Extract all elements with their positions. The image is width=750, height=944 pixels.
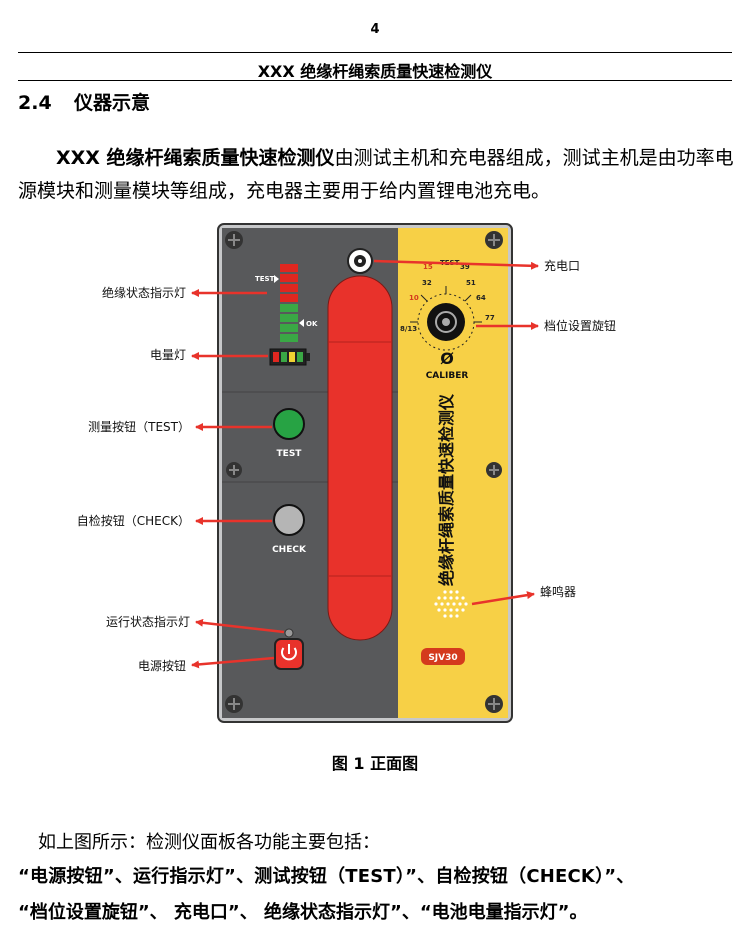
section-heading: 2.4 仪器示意 [18,88,150,115]
svg-text:32: 32 [422,279,432,287]
charge-port[interactable] [347,248,373,274]
svg-text:77: 77 [485,314,495,322]
page-number: 4 [370,22,380,37]
gear-dial[interactable] [410,286,482,351]
header-rule-top [18,52,732,53]
test-button[interactable]: TEST [273,408,305,459]
callout-buzzer: 蜂鸣器 [540,584,576,599]
figure-caption: 图 1 正面图 [331,754,419,773]
callout-run-light: 运行状态指示灯 [106,614,190,629]
battery-icon [269,348,310,366]
power-icon [281,644,297,661]
callout-charge-port: 充电口 [544,258,580,273]
section-title: 仪器示意 [74,92,151,114]
header-rule-bottom [18,80,732,81]
run-status-light [284,628,294,638]
svg-text:10: 10 [409,294,419,302]
document-title: XXX 绝缘杆绳索质量快速检测仪 [257,62,493,81]
svg-text:39: 39 [460,263,470,271]
display-window [327,275,393,641]
check-button[interactable]: CHECK [272,504,307,555]
callout-test-button: 测量按钮（TEST） [88,419,190,434]
screw-icon [225,231,503,713]
caliber-symbol: Ø [440,349,454,368]
test-button-label: TEST [277,449,303,459]
check-button-label: CHECK [272,545,307,555]
summary-line-2: “电源按钮”、运行指示灯”、测试按钮（TEST）”、自检按钮（CHECK）”、 [18,866,635,887]
summary-line-1: 如上图所示：检测仪面板各功能主要包括： [38,832,380,853]
callouts-left: 绝缘状态指示灯 电量灯 测量按钮（TEST） 自检按钮（CHECK） 运行状态指… [77,285,285,673]
power-button[interactable] [274,638,304,670]
test-marker-label: TEST [255,275,275,283]
intro-bold-lead: XXX 绝缘杆绳索质量快速检测仪 [56,147,335,169]
callouts-right: 充电口 档位设置旋钮 蜂鸣器 [373,258,616,606]
ok-marker-label: OK [306,320,318,328]
buzzer-grille [434,590,468,618]
caliber-label: CALIBER [426,371,469,381]
section-number: 2.4 [18,92,52,114]
summary-line-3: “档位设置旋钮”、 充电口”、 绝缘状态指示灯”、“电池电量指示灯”。 [18,902,588,923]
device-front-figure: TEST OK TEST CHECK [77,223,616,723]
callout-power-button: 电源按钮 [138,658,186,673]
callout-gear-knob: 档位设置旋钮 [544,318,616,333]
callout-check-button: 自检按钮（CHECK） [77,513,190,528]
callout-battery-light: 电量灯 [150,348,186,362]
svg-text:8/13: 8/13 [400,325,417,333]
svg-text:SJV30: SJV30 [428,653,457,663]
model-badge: SJV30 [421,648,465,665]
status-led-bar: TEST OK [255,264,318,342]
svg-text:51: 51 [466,279,476,287]
intro-paragraph: XXX 绝缘杆绳索质量快速检测仪由测试主机和充电器组成，测试主机是由功率电源模块… [18,142,738,208]
callout-status-light: 绝缘状态指示灯 [102,285,186,300]
svg-text:64: 64 [476,294,486,302]
intro-text: 由测试主机和充电器组成，测试主机是由功率电源模块和测量模块等组成，充电器主要用于… [18,147,734,202]
device-vertical-name: 绝缘杆绳索质量快速检测仪 [437,393,456,586]
svg-text:15: 15 [423,263,433,271]
